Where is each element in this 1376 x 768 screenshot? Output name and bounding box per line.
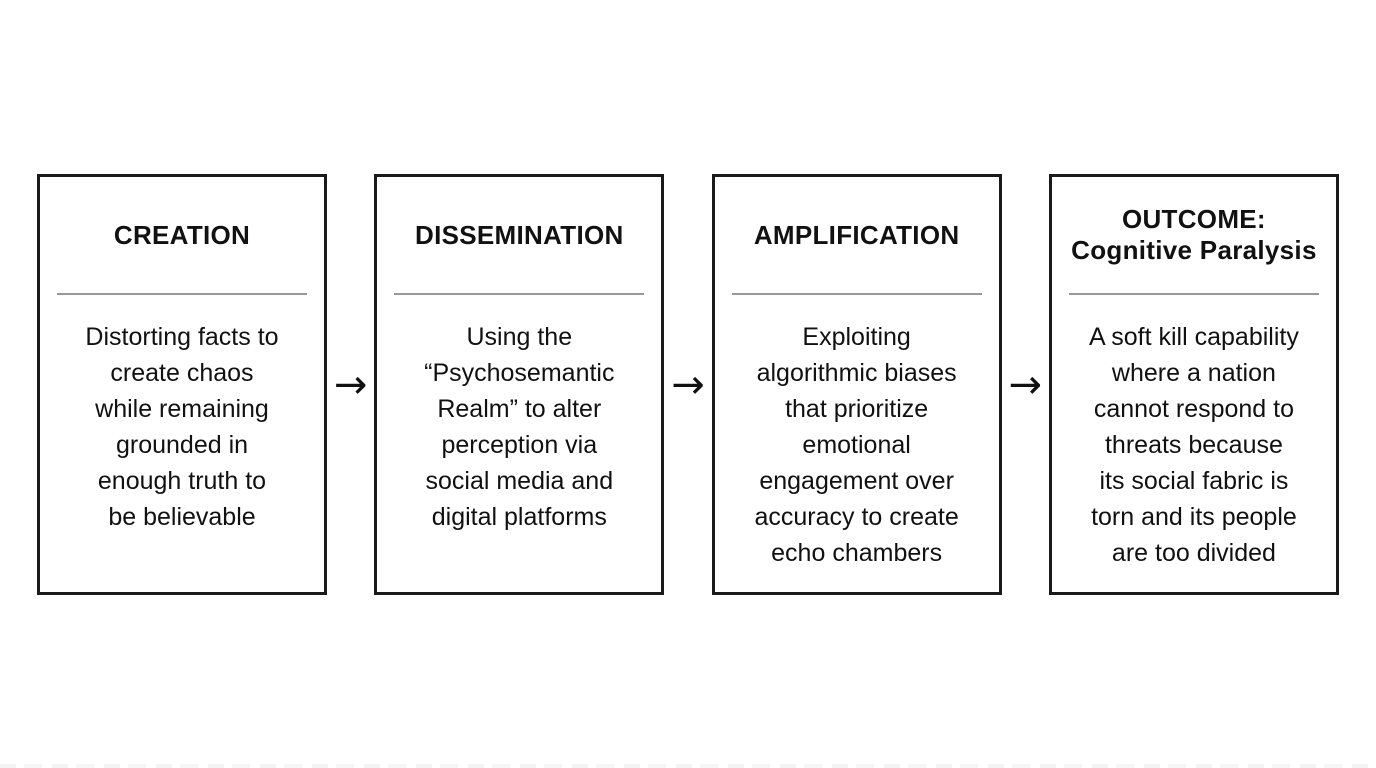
process-flow-diagram: CREATION Distorting facts to create chao… (37, 174, 1339, 595)
divider-line (394, 293, 645, 295)
divider-line (731, 293, 982, 295)
divider-line (1068, 293, 1319, 295)
stage-description: Using the “Psychosemantic Realm” to alte… (424, 323, 615, 531)
stage-box-creation: CREATION Distorting facts to create chao… (37, 174, 327, 595)
cropped-bottom-text-artifact (0, 764, 1376, 768)
stage-title: OUTCOME: Cognitive Paralysis (1071, 204, 1317, 265)
stage-description: Exploiting algorithmic biases that prior… (754, 323, 959, 567)
stage-title-area: DISSEMINATION (377, 177, 661, 293)
stage-title: DISSEMINATION (415, 219, 624, 250)
right-arrow-icon: → (333, 361, 368, 408)
stage-title-area: CREATION (40, 177, 324, 293)
stage-box-dissemination: DISSEMINATION Using the “Psychosemantic … (374, 174, 665, 595)
stage-title: CREATION (113, 219, 251, 250)
stage-description: Distorting facts to create chaos while r… (85, 323, 279, 531)
right-arrow-icon: → (671, 361, 705, 408)
stage-box-amplification: AMPLIFICATION Exploiting algorithmic bia… (711, 174, 1002, 595)
stage-box-outcome: OUTCOME: Cognitive Paralysis A soft kill… (1048, 174, 1339, 595)
stage-description: A soft kill capability where a nation ca… (1089, 323, 1299, 567)
flow-arrow-cell: → (1003, 174, 1047, 595)
stage-title-area: OUTCOME: Cognitive Paralysis (1052, 177, 1336, 293)
stage-title-area: AMPLIFICATION (715, 177, 999, 293)
stage-title: AMPLIFICATION (753, 219, 960, 250)
divider-line (57, 293, 307, 295)
right-arrow-icon: → (1008, 361, 1043, 408)
flow-arrow-cell: → (666, 174, 710, 595)
flow-arrow-cell: → (329, 174, 373, 595)
